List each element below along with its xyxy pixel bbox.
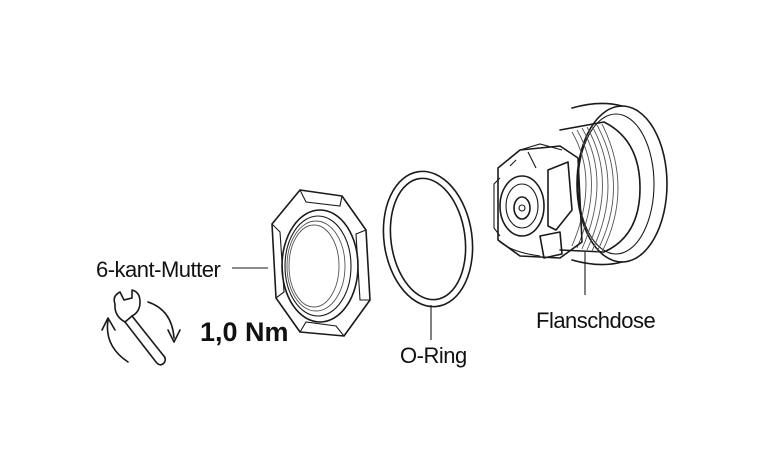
o-ring-drawing [382,170,474,308]
flange-label: Flanschdose [536,308,656,333]
flange-socket-drawing [493,102,668,266]
torque-value: 1,0 Nm [200,317,289,347]
oring-label: O-Ring [400,343,467,368]
wrench-with-rotation-arrows-icon [101,289,181,366]
flange-thread-lines [571,123,619,253]
nut-label: 6-kant-Mutter [96,257,220,282]
hex-nut-drawing [271,189,371,337]
